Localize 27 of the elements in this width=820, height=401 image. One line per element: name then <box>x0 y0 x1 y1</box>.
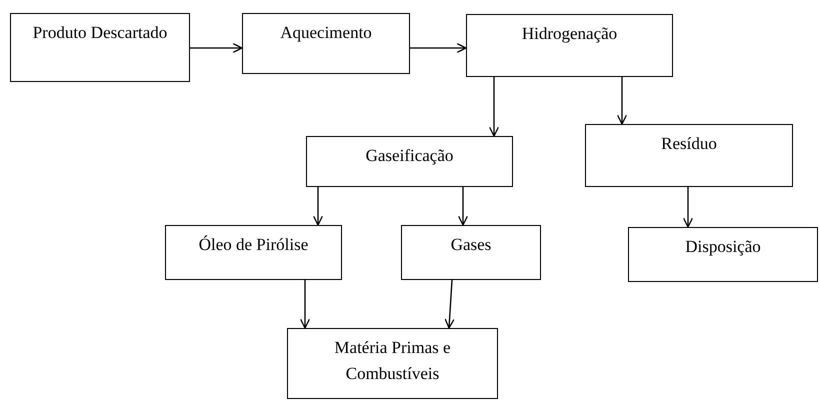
process-label: Aquecimento <box>280 22 372 44</box>
process-label: Disposição <box>685 236 761 258</box>
process-label: Resíduo <box>661 133 717 155</box>
process-box <box>10 13 190 82</box>
process-box <box>306 136 513 187</box>
arrow <box>616 77 628 125</box>
process-label: Gases <box>450 234 492 256</box>
process-box <box>628 227 818 282</box>
process-label: Hidrogenação <box>522 23 618 45</box>
process-box <box>585 124 793 187</box>
arrow <box>444 280 455 329</box>
arrow <box>300 280 310 329</box>
arrow <box>488 77 500 137</box>
process-box <box>466 14 673 77</box>
process-box <box>242 13 410 74</box>
process-box <box>165 225 342 280</box>
arrow <box>312 187 324 226</box>
arrow <box>190 42 243 54</box>
arrow <box>410 42 467 54</box>
process-box <box>401 225 541 280</box>
arrow <box>458 187 468 226</box>
process-label: Matéria Primas e Combustíveis <box>333 337 452 385</box>
process-label: Óleo de Pirólise <box>198 234 308 256</box>
arrow <box>682 187 694 228</box>
process-label: Produto Descartado <box>32 22 168 44</box>
process-label: Gaseificação <box>366 145 454 167</box>
process-box <box>287 328 498 399</box>
